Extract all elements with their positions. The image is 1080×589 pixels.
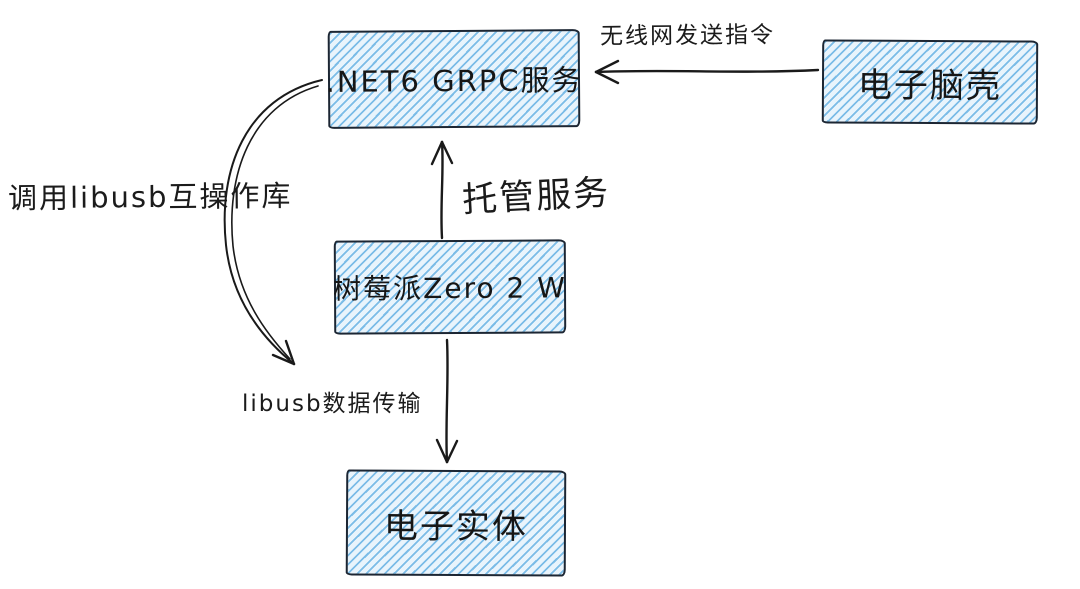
node-raspberry-pi-zero-2w-label: 树莓派Zero 2 W — [333, 271, 567, 306]
edge-label-hosted-service: 托管服务 — [461, 173, 612, 221]
node-raspberry-pi-zero-2w: 树莓派Zero 2 W — [333, 239, 567, 335]
edge-label-libusb-interop-call: 调用libusb互操作库 — [7, 178, 293, 216]
arrow-libusb-call — [223, 79, 323, 366]
edge-label-libusb-data-transfer: libusb数据传输 — [242, 391, 423, 417]
node-grpc-service: .NET6 GRPC服务 — [325, 29, 583, 129]
arrow-libusb-transfer — [435, 338, 459, 464]
node-electronic-entity-label: 电子实体 — [383, 506, 529, 547]
node-electronic-brain-shell-label: 电子脑壳 — [857, 65, 1003, 106]
arrow-wireless-command — [594, 59, 820, 85]
node-electronic-brain-shell: 电子脑壳 — [821, 39, 1039, 125]
edge-label-wireless-command: 无线网发送指令 — [599, 22, 776, 50]
node-grpc-service-label: .NET6 GRPC服务 — [325, 63, 583, 99]
node-electronic-entity: 电子实体 — [345, 469, 567, 577]
arrow-hosted-service — [430, 140, 454, 240]
